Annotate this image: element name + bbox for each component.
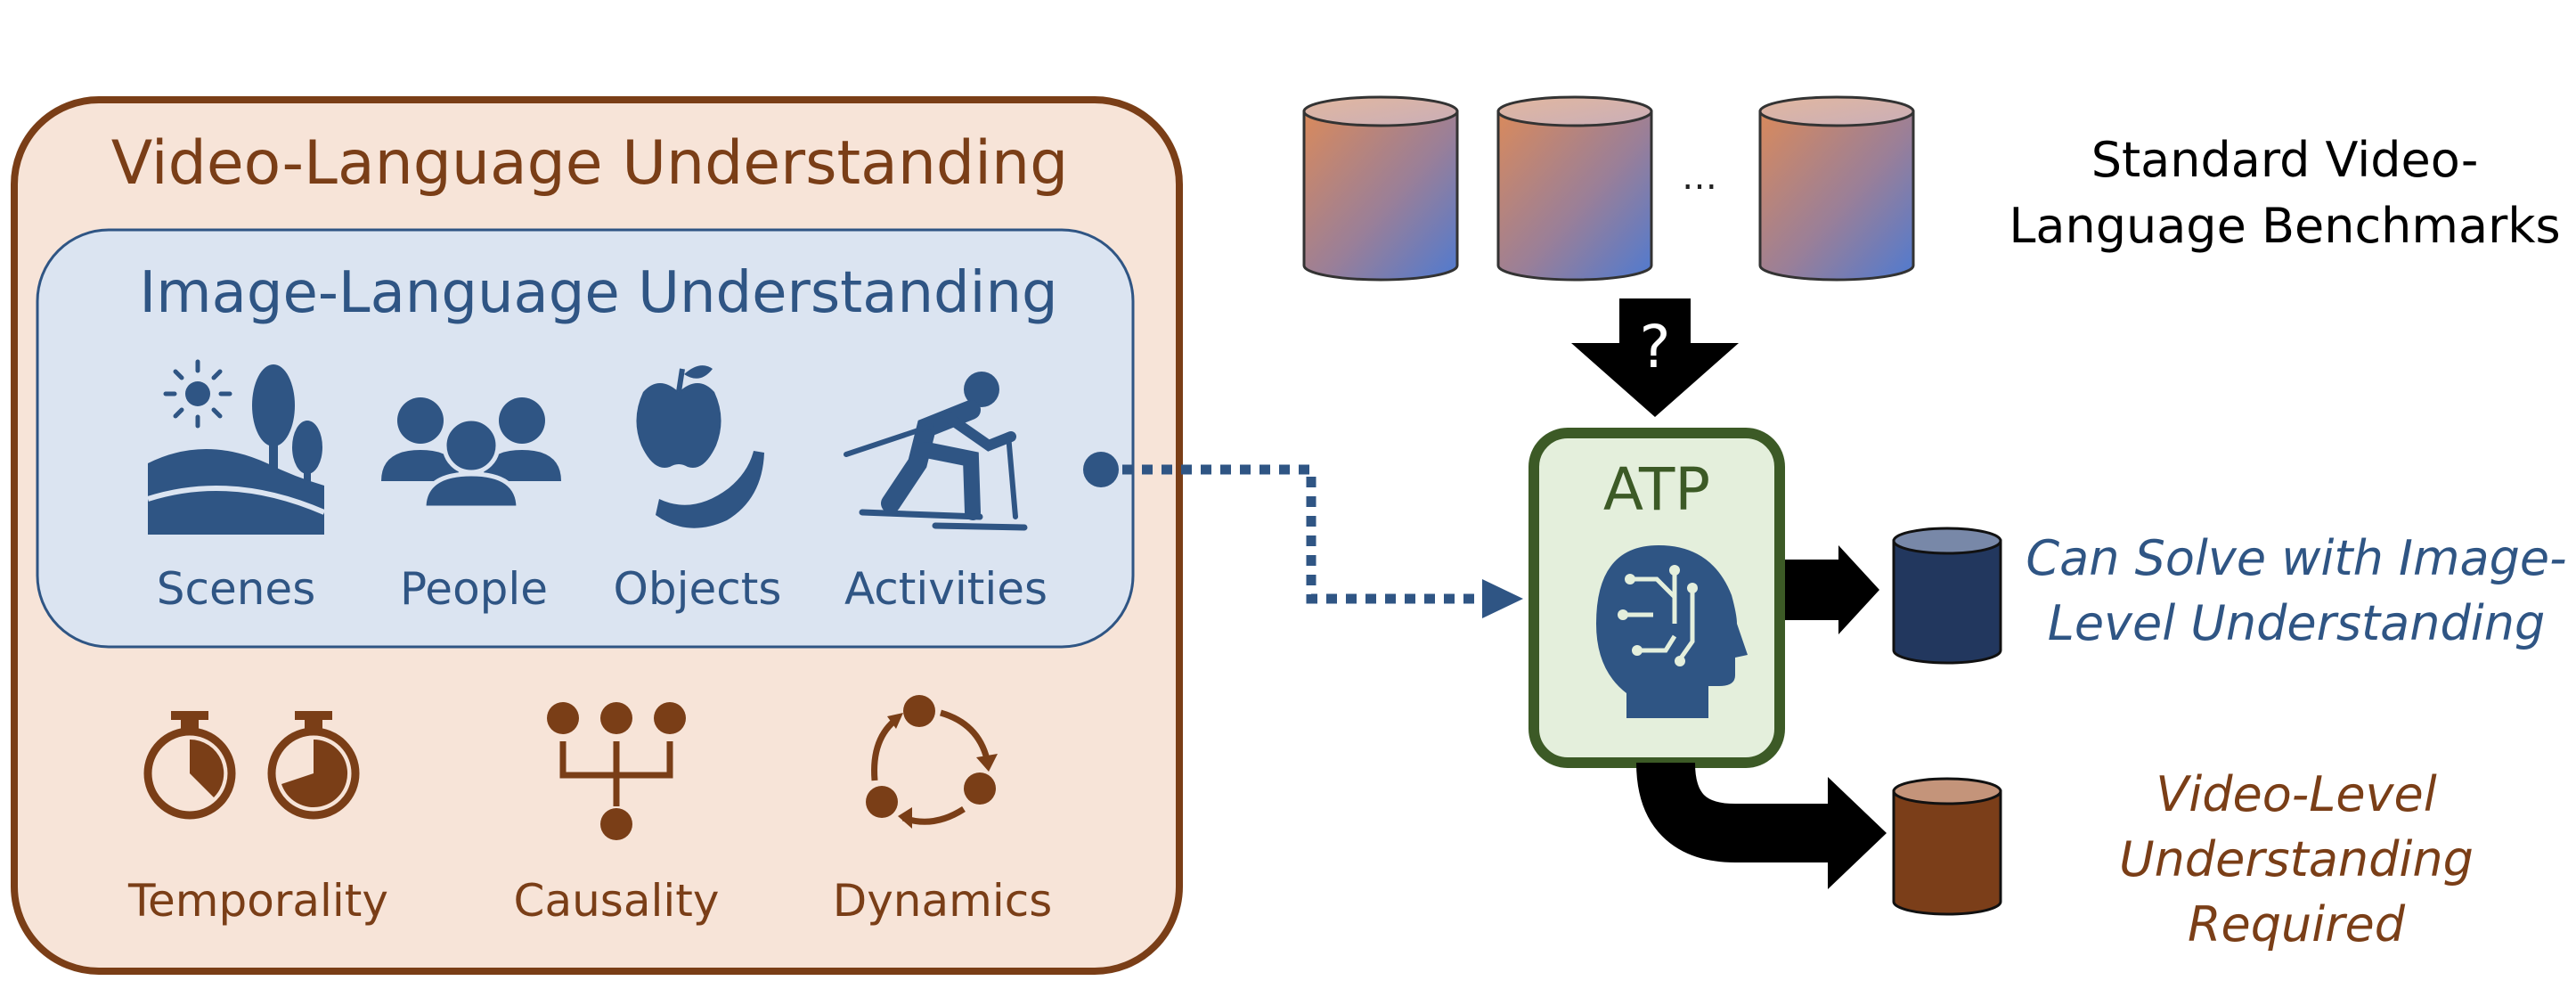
image-level-connector-dot [1083,452,1119,487]
skier-activity-icon [844,372,1028,531]
stopwatch-icon [267,711,360,820]
activities-label: Activities [844,563,1048,615]
causality-label: Causality [514,875,720,927]
video-level-outcome-line1: Video-Level [2156,766,2436,822]
causal-tree-icon [547,702,686,840]
benchmark-cylinder [1496,95,1653,282]
image-language-title: Image-Language Understanding [139,260,1057,326]
down-arrow [1571,298,1739,417]
video-level-outcome-line3: Required [2188,896,2406,952]
video-level-arrow [1636,761,1835,862]
image-level-arrow [1785,545,1879,634]
image-level-outcome-line1: Can Solve with Image- [2026,530,2566,586]
benchmarks-label-line1: Standard Video- [2091,132,2479,188]
scene-landscape-icon [147,359,326,535]
image-level-outcome-line2: Level Understanding [2048,595,2546,651]
video-level-outcome-line2: Understanding [2119,831,2474,887]
atp-label: ATP [1603,455,1710,524]
video-level-cylinder [1892,777,2002,916]
scenes-label: Scenes [157,563,316,615]
objects-label: Objects [614,563,782,615]
connector-arrowhead [1482,579,1523,618]
fruit-objects-icon [636,365,764,528]
temporality-label: Temporality [127,875,388,927]
image-level-cylinder [1892,527,2002,665]
question-mark: ? [1639,313,1670,381]
benchmark-ellipsis: … [1682,157,1717,198]
benchmarks-label-line2: Language Benchmarks [2009,198,2560,254]
ai-head-circuit-icon [1596,545,1748,718]
people-group-icon [381,397,561,511]
image-language-panel [36,228,1135,649]
stopwatch-icon [143,711,236,820]
video-language-title: Video-Language Understanding [111,128,1069,199]
benchmark-cylinder [1302,95,1459,282]
people-label: People [400,563,548,615]
dynamics-label: Dynamics [833,875,1053,927]
video-level-arrowhead [1828,777,1887,889]
benchmark-cylinder [1758,95,1915,282]
cycle-arrows-icon [866,695,998,829]
